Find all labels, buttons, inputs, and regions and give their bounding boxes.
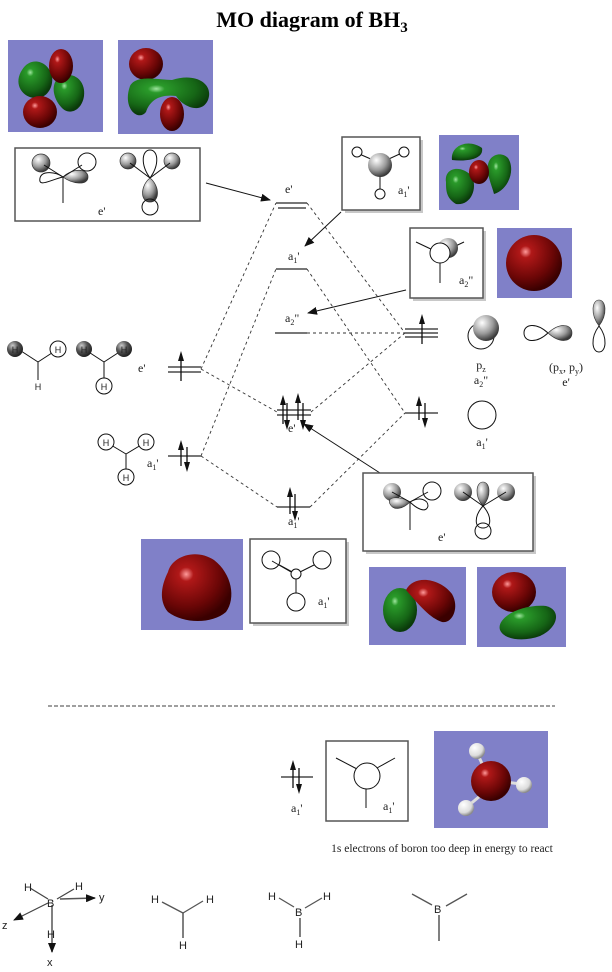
orbital-box-a2-double-prime: a2" (409, 227, 486, 301)
svg-text:a1': a1' (147, 456, 159, 472)
core-orbital-box: a1' (325, 740, 409, 822)
svg-text:H: H (151, 894, 159, 906)
boron-px-py-orbitals: (px, py) e' (523, 299, 606, 389)
svg-text:H: H (268, 891, 276, 903)
diagram-title: MO diagram of BH3 (216, 7, 407, 36)
orbital-box-e-prime-bonding: e' (362, 472, 536, 554)
svg-text:H: H (24, 882, 32, 894)
svg-text:a1': a1' (291, 801, 303, 817)
svg-text:(px, py): (px, py) (549, 360, 583, 376)
arrow-to-top-e (205, 182, 271, 202)
arrow-to-a2-double-prime (307, 289, 407, 315)
mo-level-a2-double-prime-nonbonding: a2" (275, 311, 307, 334)
boron-level-s (405, 396, 438, 428)
svg-text:H: H (295, 939, 303, 951)
mo-render-e-prime-bonding-2 (477, 567, 566, 647)
arrow-to-bonding-e (303, 423, 381, 474)
svg-text:B: B (47, 898, 54, 910)
box-label-a2-double-prime: a2" (459, 273, 473, 289)
mo-render-a1-prime-bonding (141, 539, 243, 630)
svg-text:H: H (55, 345, 62, 355)
svg-text:y: y (99, 892, 105, 904)
bh3-structure-drawing: H H B H (268, 891, 331, 951)
arrow-to-a1-antibonding (304, 211, 342, 247)
svg-text:a1': a1' (383, 799, 395, 815)
svg-text:H: H (121, 345, 128, 355)
correlation-lines (200, 202, 406, 508)
svg-text:H: H (81, 345, 88, 355)
orbital-box-a1-prime-top: a1' (341, 136, 423, 213)
h3-salc-e-prime-1: H H H (7, 340, 67, 392)
svg-text:e': e' (562, 375, 570, 389)
svg-text:H: H (123, 473, 130, 483)
orbital-box-a1-prime-bonding: a1' (249, 538, 349, 626)
bh3-3d-render (434, 731, 548, 828)
svg-text:a1': a1' (318, 594, 330, 610)
bh3-axis-frame: H H B H y z x (2, 881, 105, 969)
orbital-box-e-prime-top: e' (14, 147, 201, 222)
svg-text:H: H (323, 891, 331, 903)
boron-level-p (405, 314, 438, 344)
boron-s-orbital: a1' (467, 400, 497, 451)
svg-text:e': e' (138, 361, 146, 375)
svg-text:e': e' (285, 182, 293, 196)
b-skeleton-drawing: B (411, 893, 468, 941)
h3-level-e-prime: e' (138, 351, 201, 381)
svg-text:a1': a1' (288, 514, 300, 530)
svg-text:H: H (143, 438, 150, 448)
mo-level-e-prime-bonding: e' (277, 393, 311, 435)
mo-render-e-prime-bonding-1 (369, 567, 466, 645)
svg-text:H: H (12, 345, 19, 355)
mo-render-a2-double-prime (497, 228, 572, 298)
box-label-e-prime-top: e' (98, 204, 106, 218)
h3-salc-e-prime-2: H H H (76, 341, 132, 395)
mo-render-a1-prime-antibonding (439, 135, 519, 210)
svg-text:a1': a1' (476, 435, 488, 451)
svg-text:H: H (75, 881, 83, 893)
svg-text:H: H (101, 382, 108, 392)
svg-text:pz: pz (476, 358, 486, 374)
mo-level-a1-prime-bonding: a1' (277, 487, 310, 530)
mo-render-e-prime-2 (118, 40, 213, 134)
svg-text:B: B (295, 907, 302, 919)
box-label-a1-prime-top: a1' (398, 183, 410, 199)
mo-render-e-prime-1 (8, 40, 103, 132)
svg-text:a2": a2" (285, 311, 299, 327)
mo-level-a1-prime-antibonding: a1' (276, 249, 307, 270)
svg-text:e': e' (438, 530, 446, 544)
svg-text:x: x (47, 957, 53, 969)
svg-text:z: z (2, 920, 8, 932)
svg-text:a2": a2" (474, 373, 488, 389)
h3-level-a1-prime: a1' (147, 440, 201, 472)
core-caption: 1s electrons of boron too deep in energy… (331, 843, 554, 855)
svg-text:H: H (35, 382, 42, 392)
svg-text:B: B (434, 904, 441, 916)
h3-salc-a1-prime: H H H (97, 433, 155, 486)
mo-level-e-prime-antibonding: e' (276, 182, 307, 209)
svg-text:e': e' (288, 421, 296, 435)
h3-fragment-drawing: H H H (151, 894, 214, 952)
core-level-a1-prime: a1' (281, 760, 313, 817)
svg-text:H: H (206, 894, 214, 906)
boron-pz-orbital: pz a2" (467, 315, 499, 389)
svg-text:H: H (103, 438, 110, 448)
svg-text:H: H (179, 940, 187, 952)
svg-text:H: H (47, 929, 55, 941)
svg-text:a1': a1' (288, 249, 300, 265)
